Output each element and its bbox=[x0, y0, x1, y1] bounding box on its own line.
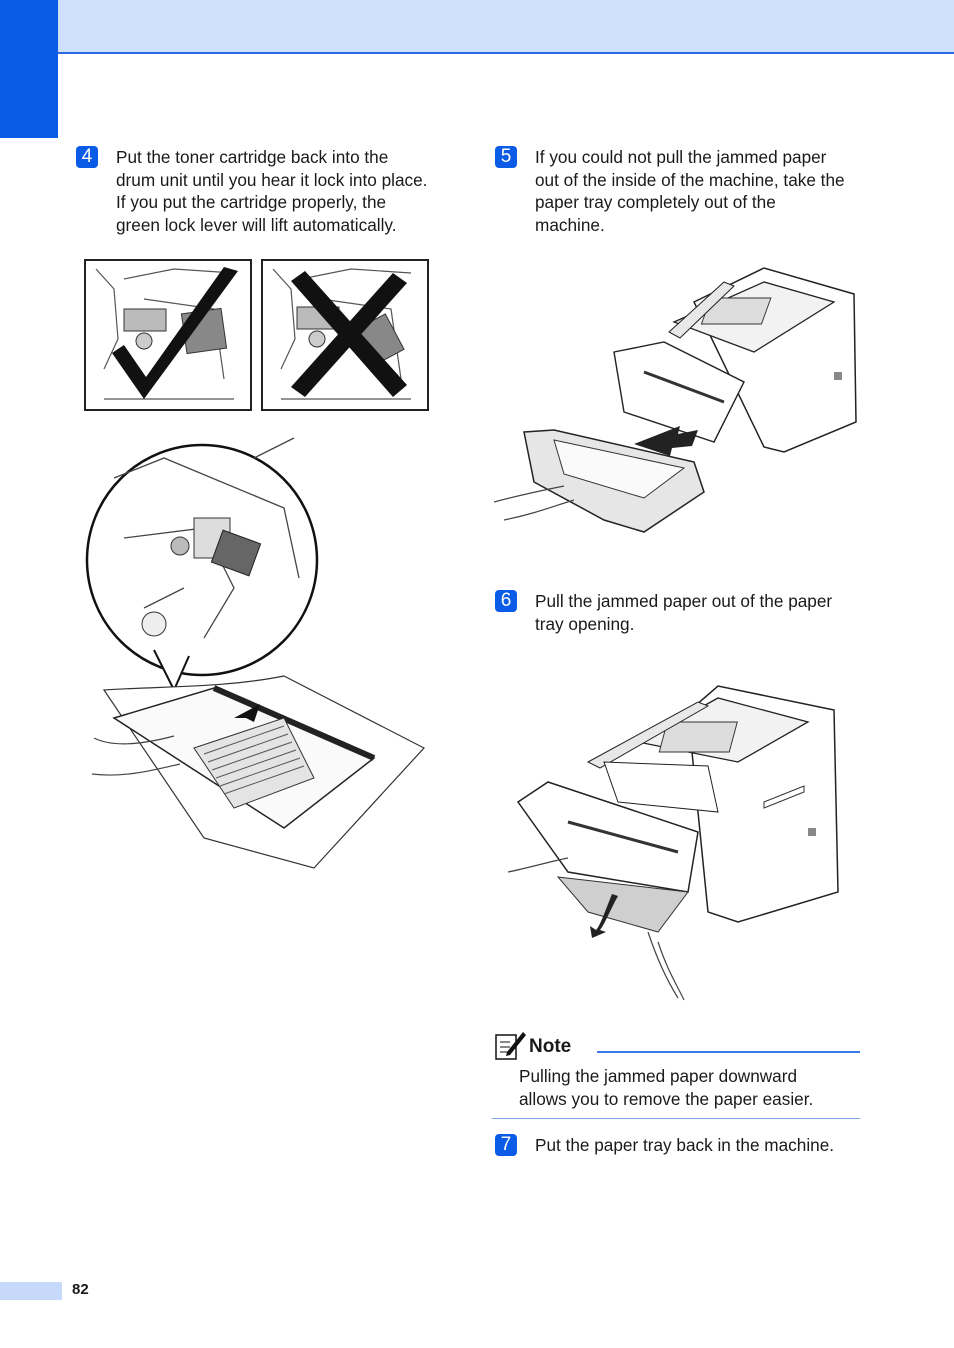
step-number-badge: 5 bbox=[495, 146, 517, 168]
x-mark-icon bbox=[291, 271, 407, 397]
note-divider bbox=[492, 1118, 860, 1119]
step-line: machine. bbox=[535, 214, 605, 235]
step-text: If you could not pull the jammed paper o… bbox=[535, 146, 865, 236]
note-title: Note bbox=[529, 1036, 572, 1057]
header-band bbox=[0, 0, 954, 54]
page-number: 82 bbox=[72, 1281, 89, 1298]
note-body: Pulling the jammed paper downward allows… bbox=[519, 1065, 859, 1110]
step-number-badge: 7 bbox=[495, 1134, 517, 1156]
arrow-icon bbox=[590, 894, 618, 938]
step-line: drum unit until you hear it lock into pl… bbox=[116, 169, 428, 190]
chapter-tab bbox=[0, 0, 58, 138]
note-line: allows you to remove the paper easier. bbox=[519, 1088, 814, 1109]
lever-incorrect-illustration bbox=[261, 259, 429, 411]
note-pencil-icon bbox=[495, 1030, 527, 1065]
footer-band bbox=[0, 1282, 62, 1300]
arrow-icon bbox=[234, 704, 260, 722]
step-line: Put the toner cartridge back into the bbox=[116, 147, 389, 167]
step-text: Put the toner cartridge back into the dr… bbox=[116, 146, 456, 236]
arrow-icon bbox=[634, 426, 698, 456]
lever-correct-illustration bbox=[84, 259, 252, 411]
note-divider bbox=[597, 1051, 860, 1053]
step-text: Put the paper tray back in the machine. bbox=[535, 1134, 865, 1157]
check-mark-icon bbox=[112, 267, 238, 399]
step-line: Pull the jammed paper out of the paper bbox=[535, 591, 833, 611]
step-line: Put the paper tray back in the machine. bbox=[535, 1135, 835, 1155]
step-line: If you could not pull the jammed paper bbox=[535, 147, 827, 167]
tray-removal-illustration bbox=[494, 262, 864, 537]
step-number-badge: 4 bbox=[76, 146, 98, 168]
step-text: Pull the jammed paper out of the paper t… bbox=[535, 590, 865, 635]
step-line: paper tray completely out of the bbox=[535, 192, 776, 212]
step-number-badge: 6 bbox=[495, 590, 517, 612]
note-line: Pulling the jammed paper downward bbox=[519, 1066, 798, 1086]
step-line: out of the inside of the machine, take t… bbox=[535, 169, 845, 190]
paper-pull-illustration bbox=[508, 682, 843, 1002]
drum-unit-illustration bbox=[84, 418, 434, 873]
step-line: tray opening. bbox=[535, 613, 635, 634]
step-line: If you put the cartridge properly, the bbox=[116, 192, 387, 212]
step-line: green lock lever will lift automatically… bbox=[116, 214, 397, 235]
